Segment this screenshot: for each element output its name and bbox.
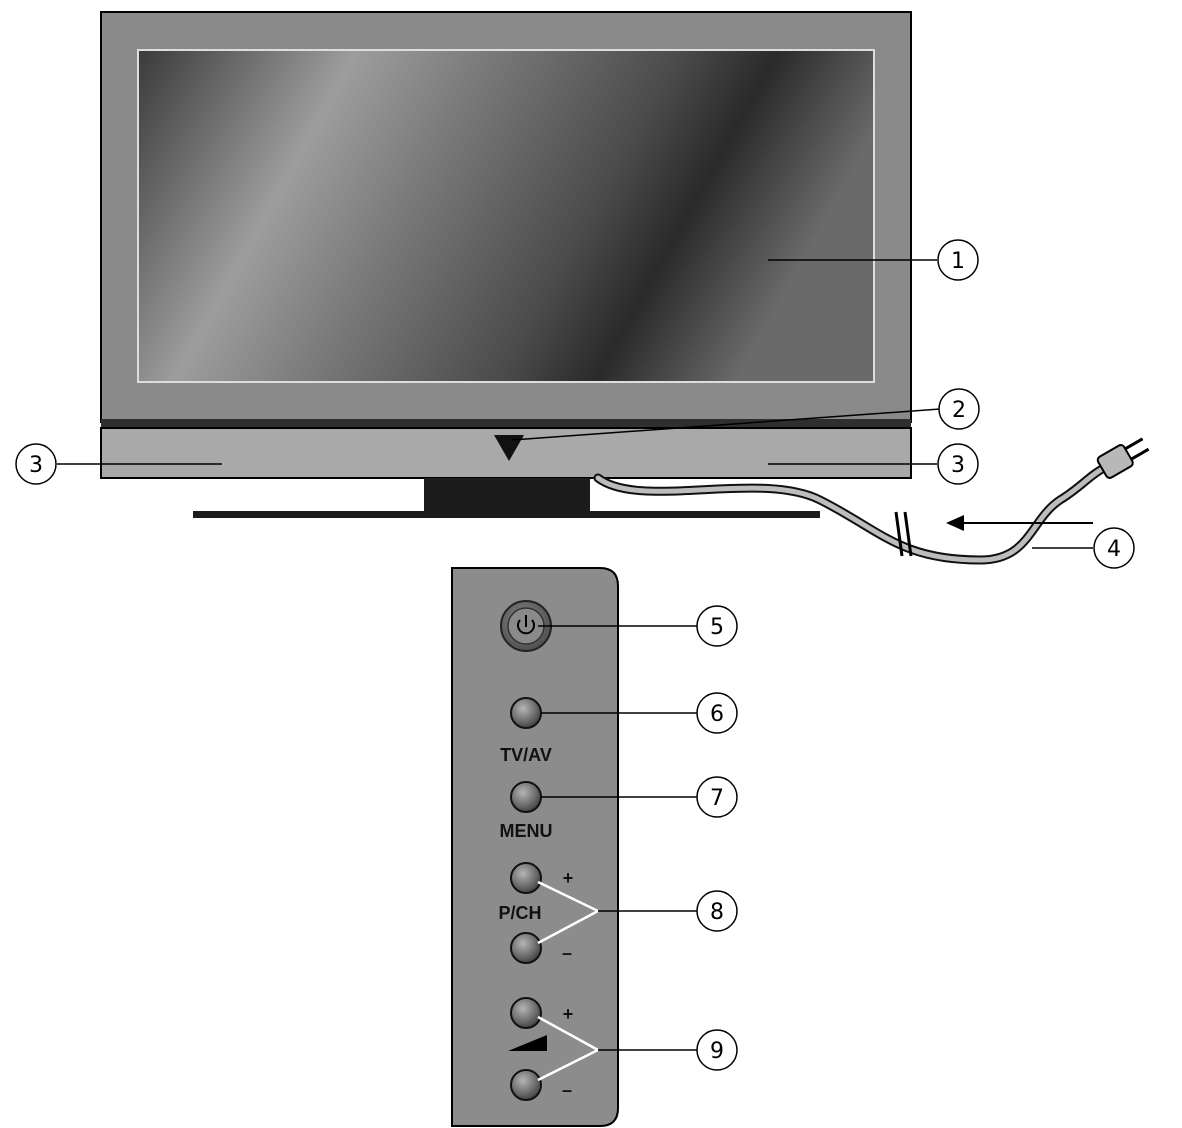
- menu-label: MENU: [500, 821, 553, 841]
- power-icon: [517, 615, 535, 635]
- cord-break-mark-2: [903, 511, 913, 557]
- svg-text:3: 3: [29, 453, 43, 478]
- stand-base: [193, 511, 820, 518]
- callout-7: 7: [696, 776, 738, 818]
- callout-2: 2: [938, 388, 980, 430]
- callout-3-left: 3: [15, 443, 57, 485]
- stand-neck: [424, 478, 590, 512]
- callout-8: 8: [696, 890, 738, 932]
- leader-indicator: [511, 408, 941, 441]
- pch-label: P/CH: [498, 903, 541, 923]
- callout-3-right: 3: [937, 443, 979, 485]
- svg-text:7: 7: [710, 786, 724, 811]
- channel-up-button[interactable]: [510, 862, 542, 894]
- svg-text:3: 3: [951, 453, 965, 478]
- volume-plus-label: +: [563, 1004, 574, 1024]
- leader-channel-down: [537, 909, 599, 945]
- callout-6: 6: [696, 692, 738, 734]
- svg-text:4: 4: [1107, 537, 1121, 562]
- svg-text:1: 1: [951, 249, 965, 274]
- callout-4: 4: [1093, 527, 1135, 569]
- svg-text:5: 5: [710, 615, 724, 640]
- callout-1: 1: [937, 239, 979, 281]
- plug-icon: [1096, 437, 1150, 479]
- channel-down-button[interactable]: [510, 932, 542, 964]
- power-cord-inner: [595, 465, 1107, 563]
- channel-plus-label: +: [563, 868, 574, 888]
- arrow-left-icon: [946, 515, 964, 531]
- tvav-label: TV/AV: [500, 745, 552, 765]
- callout-9: 9: [696, 1029, 738, 1071]
- leader-volume-up: [537, 1015, 599, 1052]
- svg-text:8: 8: [710, 900, 724, 925]
- volume-up-button[interactable]: [510, 997, 542, 1029]
- volume-down-button[interactable]: [510, 1069, 542, 1101]
- leader-channel-up: [537, 880, 599, 913]
- tvav-button[interactable]: [510, 697, 542, 729]
- tv-screen: [137, 49, 875, 383]
- svg-text:6: 6: [710, 702, 724, 727]
- down-triangle-icon: [494, 435, 524, 461]
- menu-button[interactable]: [510, 781, 542, 813]
- cord-break-mark-1: [894, 511, 904, 557]
- leader-volume-down: [537, 1048, 599, 1082]
- callout-5: 5: [696, 605, 738, 647]
- volume-wedge-icon: [508, 1035, 547, 1051]
- svg-text:9: 9: [710, 1039, 724, 1064]
- volume-minus-label: –: [562, 1080, 572, 1100]
- channel-minus-label: –: [562, 943, 572, 963]
- frame-bottom-strip: [101, 419, 911, 428]
- svg-text:2: 2: [952, 398, 966, 423]
- control-panel: [451, 567, 619, 1127]
